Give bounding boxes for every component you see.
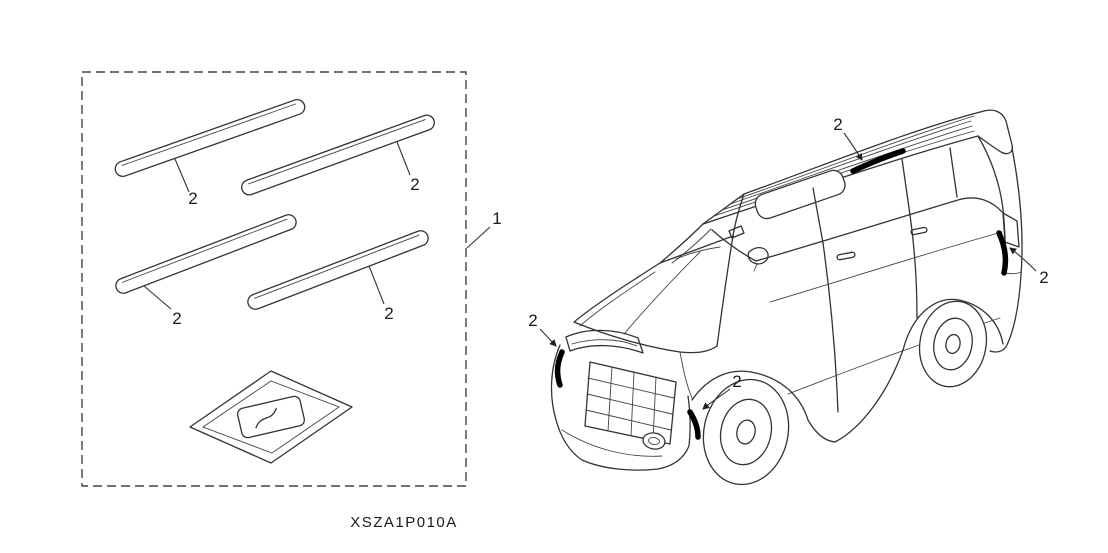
arrow-roof: [843, 132, 863, 161]
front-fascia-group: [550, 329, 691, 471]
leader-line-kit: [466, 226, 491, 249]
quarter-window-edge: [949, 147, 958, 198]
hood-group: [573, 235, 734, 399]
rear-door-handle: [910, 226, 928, 236]
trim-strip-3: 2: [115, 214, 297, 328]
arrow-front-bumper: [539, 328, 557, 347]
rear-bumper: [989, 147, 1023, 353]
diagram-code: XSZA1P010A: [350, 514, 458, 531]
rear-door-seam: [909, 214, 918, 319]
kit-boundary-box: [81, 71, 467, 487]
arrow-lower-front: [702, 388, 731, 410]
leader-line-strip-2: [396, 141, 411, 176]
front-wheel-arch: [691, 370, 809, 421]
trim-strip-1: 2: [114, 98, 306, 208]
c-pillar: [901, 158, 911, 216]
d-pillar: [977, 135, 1007, 274]
headlight: [565, 329, 644, 354]
far-mirror: [728, 225, 745, 239]
callout-kit: 1: [492, 209, 501, 228]
rocker-line: [807, 349, 904, 443]
trim-strip-2: 2: [241, 114, 435, 196]
callout-lower-front: 2: [732, 372, 741, 391]
garnish-mark-rear-quarter: [996, 230, 1009, 276]
leader-line-strip-4: [368, 265, 385, 305]
sunroof: [754, 169, 846, 220]
callout-strip-1: 2: [188, 189, 197, 208]
fog-light: [642, 432, 666, 450]
vehicle-illustration: 2 2 2 2: [528, 109, 1049, 486]
leader-line-strip-1: [174, 158, 190, 193]
grille: [584, 361, 677, 445]
template-squiggle: [255, 407, 277, 429]
arrow-rear-quarter: [1009, 247, 1037, 272]
callout-strip-3: 2: [172, 309, 181, 328]
front-door-seam: [822, 242, 839, 413]
side-mirror: [728, 225, 769, 272]
front-wheel: [702, 378, 790, 486]
callout-rear-quarter: 2: [1039, 268, 1048, 287]
instruction-sheet: [189, 370, 353, 464]
callout-strip-2: 2: [410, 175, 419, 194]
callout-roof: 2: [833, 115, 842, 134]
rear-wheel-arch: [902, 298, 1004, 351]
rear-group: [977, 135, 1023, 353]
trim-strip-4: 2: [247, 230, 429, 323]
garnish-mark-front-bumper: [554, 349, 565, 388]
garnish-mark-lower-front: [687, 409, 701, 440]
tail-light: [1002, 212, 1020, 248]
front-bumper: [550, 344, 691, 471]
windshield-group: [659, 193, 745, 264]
b-pillar: [812, 187, 824, 244]
rear-wheel: [918, 300, 988, 388]
garnish-mark-roof: [850, 148, 906, 174]
callout-front-bumper: 2: [528, 311, 537, 330]
callout-strip-4: 2: [384, 304, 393, 323]
front-door-handle: [836, 251, 856, 261]
leader-line-strip-3: [143, 285, 172, 310]
